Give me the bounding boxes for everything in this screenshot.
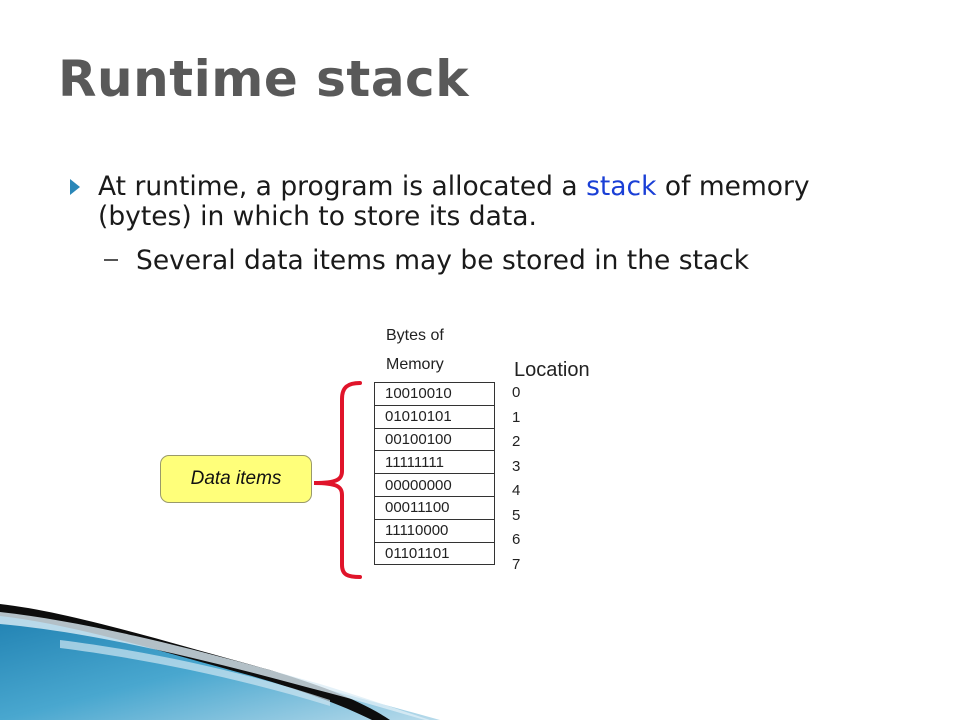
bullet-text-before: At runtime, a program is allocated a <box>98 171 587 202</box>
main-bullet-text: At runtime, a program is allocated a sta… <box>98 172 890 232</box>
memory-row: 11111111 <box>374 450 495 475</box>
bytes-header-line2: Memory <box>386 356 444 373</box>
right-triangle-bullet-icon <box>70 179 80 195</box>
byte-cell: 00000000 <box>374 473 495 497</box>
memory-row: 01101101 <box>374 541 495 566</box>
byte-cell: 10010010 <box>374 382 495 406</box>
byte-cell: 00011100 <box>374 495 495 520</box>
location-label: 3 <box>512 457 521 475</box>
bullet-text-after: of memory (bytes) in which to store its … <box>98 171 810 232</box>
memory-row: 00011100 <box>374 495 495 520</box>
location-label: 2 <box>512 433 521 450</box>
memory-row: 10010010 <box>374 382 495 406</box>
location-label: 6 <box>512 531 521 548</box>
sub-bullet: Several data items may be stored in the … <box>104 246 749 276</box>
location-label: 5 <box>512 506 521 524</box>
main-bullet: At runtime, a program is allocated a sta… <box>70 172 890 232</box>
data-items-callout: Data items <box>160 455 312 503</box>
red-brace <box>313 381 362 579</box>
location-label: 0 <box>512 384 521 401</box>
slide-title: Runtime stack <box>58 50 469 108</box>
location-label: 7 <box>512 555 521 573</box>
location-label: 1 <box>512 408 521 426</box>
memory-table: 10010010 01010101 00100100 11111111 0000… <box>374 382 495 566</box>
byte-cell: 11110000 <box>374 518 495 543</box>
location-list: 0 1 2 3 4 5 6 7 <box>512 384 520 580</box>
highlight-word: stack <box>586 171 657 202</box>
bytes-header-line1: Bytes of <box>386 327 444 344</box>
memory-row: 01010101 <box>374 404 495 429</box>
location-label: 4 <box>512 482 521 499</box>
dash-bullet-icon <box>104 258 118 261</box>
location-header: Location <box>514 359 590 381</box>
byte-cell: 11111111 <box>374 450 495 475</box>
memory-row: 00000000 <box>374 473 495 497</box>
sub-bullet-text: Several data items may be stored in the … <box>136 245 750 276</box>
byte-cell: 01101101 <box>374 541 495 566</box>
memory-row: 00100100 <box>374 427 495 452</box>
memory-row: 11110000 <box>374 518 495 543</box>
byte-cell: 00100100 <box>374 427 495 452</box>
byte-cell: 01010101 <box>374 404 495 429</box>
